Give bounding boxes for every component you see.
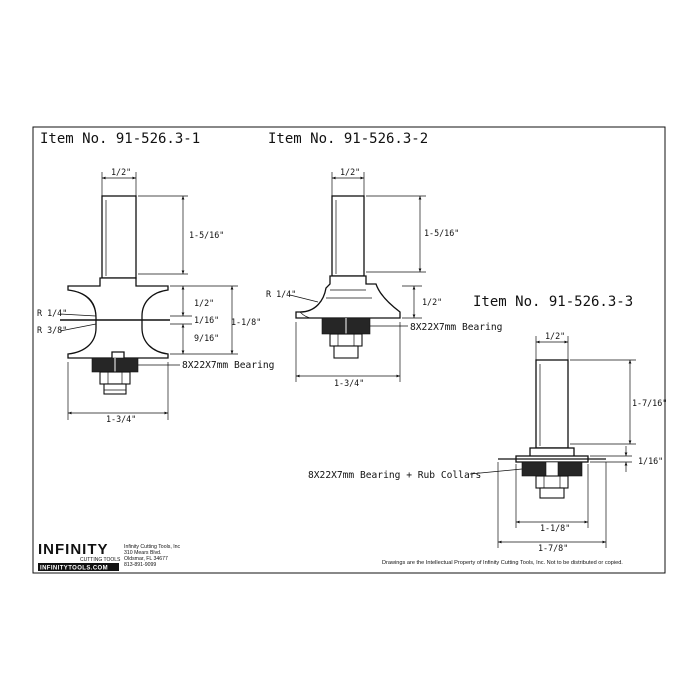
d3-shank-width-dimension: 1/2" (535, 331, 569, 360)
d3-cut-width-dimension: 1-7/8" (497, 462, 607, 553)
d3-cut-height-dimension: 1/16" (590, 446, 663, 472)
d1-shank-width-label: 1/2" (111, 167, 131, 177)
logo-text: INFINITY (38, 541, 109, 558)
d3-shank (535, 359, 569, 449)
d3-cut-width-label: 1-7/8" (538, 543, 568, 553)
d1-cutter-body (67, 277, 169, 359)
logo-tagline: CUTTING TOOLS (80, 557, 121, 563)
d2-radius-label: R 1/4" (266, 289, 296, 299)
d2-shank-width-label: 1/2" (340, 167, 360, 177)
d3-inner-width-dimension: 1-1/8" (515, 464, 589, 533)
d2-shank-length-label: 1-5/16" (424, 228, 459, 238)
address-line-1: 310 Mears Blvd. (124, 550, 161, 556)
d1-radius-top-label: R 1/4" (37, 308, 67, 318)
copyright-notice: Drawings are the Intellectual Property o… (382, 560, 623, 566)
d2-cut-width-label: 1-3/4" (334, 378, 364, 388)
d1-shank-length-label: 1-5/16" (189, 230, 224, 240)
drawing-2: Item No. 91-526.3-2 1/2" 1-5/16" R 1/4" (266, 131, 502, 388)
d3-cut-height-label: 1/16" (638, 456, 663, 466)
d2-cut-height-dimension: 1/2" (402, 285, 442, 319)
d1-dim-b-label: 1/16" (194, 315, 219, 325)
d1-shank-length-dimension: 1-5/16" (138, 195, 224, 275)
d3-inner-width-label: 1-1/8" (540, 523, 570, 533)
d3-shank-length-dimension: 1-7/16" (570, 359, 667, 445)
d1-shank-width-dimension: 1/2" (101, 167, 137, 196)
d2-shank-width-dimension: 1/2" (331, 167, 365, 196)
company-logo: INFINITY CUTTING TOOLS INFINITYTOOLS.COM (38, 541, 121, 572)
d2-cutter-body (295, 275, 401, 319)
drawing-1: Item No. 91-526.3-1 1/2" 1-5/16" (37, 131, 274, 424)
d1-shank (101, 195, 137, 279)
d2-cut-height-label: 1/2" (422, 297, 442, 307)
d1-cut-width-label: 1-3/4" (106, 414, 136, 424)
d3-shank-length-label: 1-7/16" (632, 398, 667, 408)
company-address: Infinity Cutting Tools, Inc 310 Mears Bl… (124, 544, 181, 568)
address-line-2: Oldsmar, FL 34677 (124, 556, 168, 562)
drawing-2-title: Item No. 91-526.3-2 (268, 131, 428, 147)
d1-bearing-label: 8X22X7mm Bearing (182, 360, 274, 371)
d2-shank-length-dimension: 1-5/16" (366, 195, 459, 273)
website-banner (38, 563, 119, 571)
drawing-border (32, 126, 666, 574)
d2-bearing-label: 8X22X7mm Bearing (410, 322, 502, 333)
d1-radius-bottom-label: R 3/8" (37, 325, 67, 335)
phone-number: 813-891-9099 (124, 562, 156, 568)
drawing-3: Item No. 91-526.3-3 1/2" 1-7/16" (308, 294, 667, 553)
company-name: Infinity Cutting Tools, Inc (124, 544, 181, 550)
drawing-1-title: Item No. 91-526.3-1 (40, 131, 200, 147)
website-text: INFINITYTOOLS.COM (40, 566, 108, 572)
d2-shank (331, 195, 365, 277)
d1-dim-a-label: 1/2" (194, 298, 214, 308)
d1-height-dimensions: 1/2" 1/16" 9/16" 1-1/8" (170, 285, 261, 355)
d1-dim-total-label: 1-1/8" (231, 317, 261, 327)
d2-cut-width-dimension: 1-3/4" (295, 322, 401, 388)
d1-dim-c-label: 9/16" (194, 333, 219, 343)
drawing-3-title: Item No. 91-526.3-3 (473, 294, 633, 310)
d1-cut-width-dimension: 1-3/4" (67, 362, 169, 424)
d3-bearing-label: 8X22X7mm Bearing + Rub Collars (308, 470, 481, 481)
d3-shank-width-label: 1/2" (545, 331, 565, 341)
